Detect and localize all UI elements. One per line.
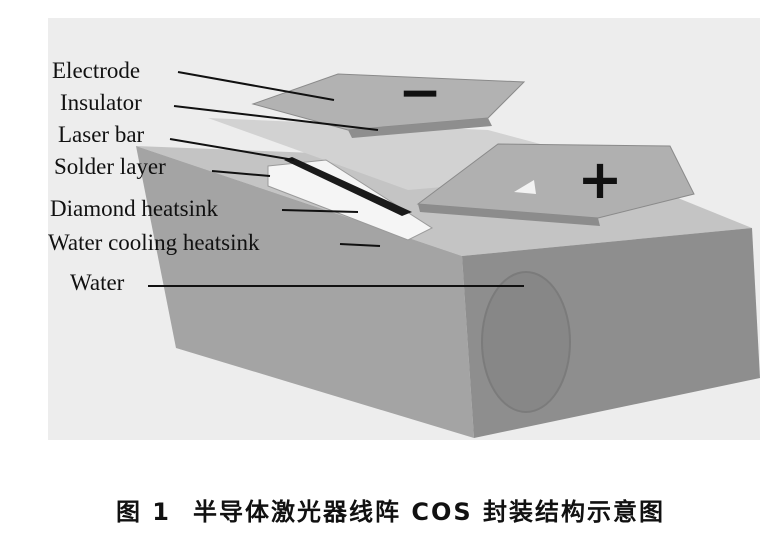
leader-solder-layer — [211, 170, 271, 177]
negative-electrode-edge — [348, 118, 492, 138]
figure-number: 图 1 — [115, 498, 172, 526]
diamond-heatsink — [267, 159, 434, 241]
label-water-cooling-heatsink: Water cooling heatsink — [48, 230, 260, 255]
insulator-notch — [514, 180, 536, 194]
figure-title: 半导体激光器线阵 COS 封装结构示意图 — [193, 498, 666, 526]
label-water: Water — [70, 270, 125, 295]
plus-symbol: + — [577, 148, 622, 211]
leader-laser-bar — [169, 138, 295, 161]
water-channel — [481, 271, 571, 413]
negative-electrode — [251, 73, 526, 131]
figure-caption: 图 1 半导体激光器线阵 COS 封装结构示意图 — [0, 492, 781, 527]
positive-electrode-edge — [418, 204, 600, 226]
leader-water-cooling-heatsink — [339, 243, 381, 247]
heatsink-front-face — [136, 146, 474, 438]
laser-bar — [284, 157, 412, 216]
label-laser-bar: Laser bar — [58, 122, 145, 147]
minus-symbol: − — [398, 63, 442, 123]
leader-insulator — [173, 105, 379, 131]
label-solder-layer: Solder layer — [54, 154, 166, 179]
leader-electrode — [177, 71, 335, 101]
leader-diamond-heatsink — [281, 209, 359, 213]
label-diamond-heatsink: Diamond heatsink — [50, 196, 218, 221]
label-insulator: Insulator — [60, 90, 142, 115]
label-electrode: Electrode — [52, 58, 140, 83]
diagram-canvas: − + Electrode Insulator Laser bar Solder… — [48, 58, 760, 438]
cos-package-diagram: − + Electrode Insulator Laser bar Solder… — [48, 18, 760, 440]
